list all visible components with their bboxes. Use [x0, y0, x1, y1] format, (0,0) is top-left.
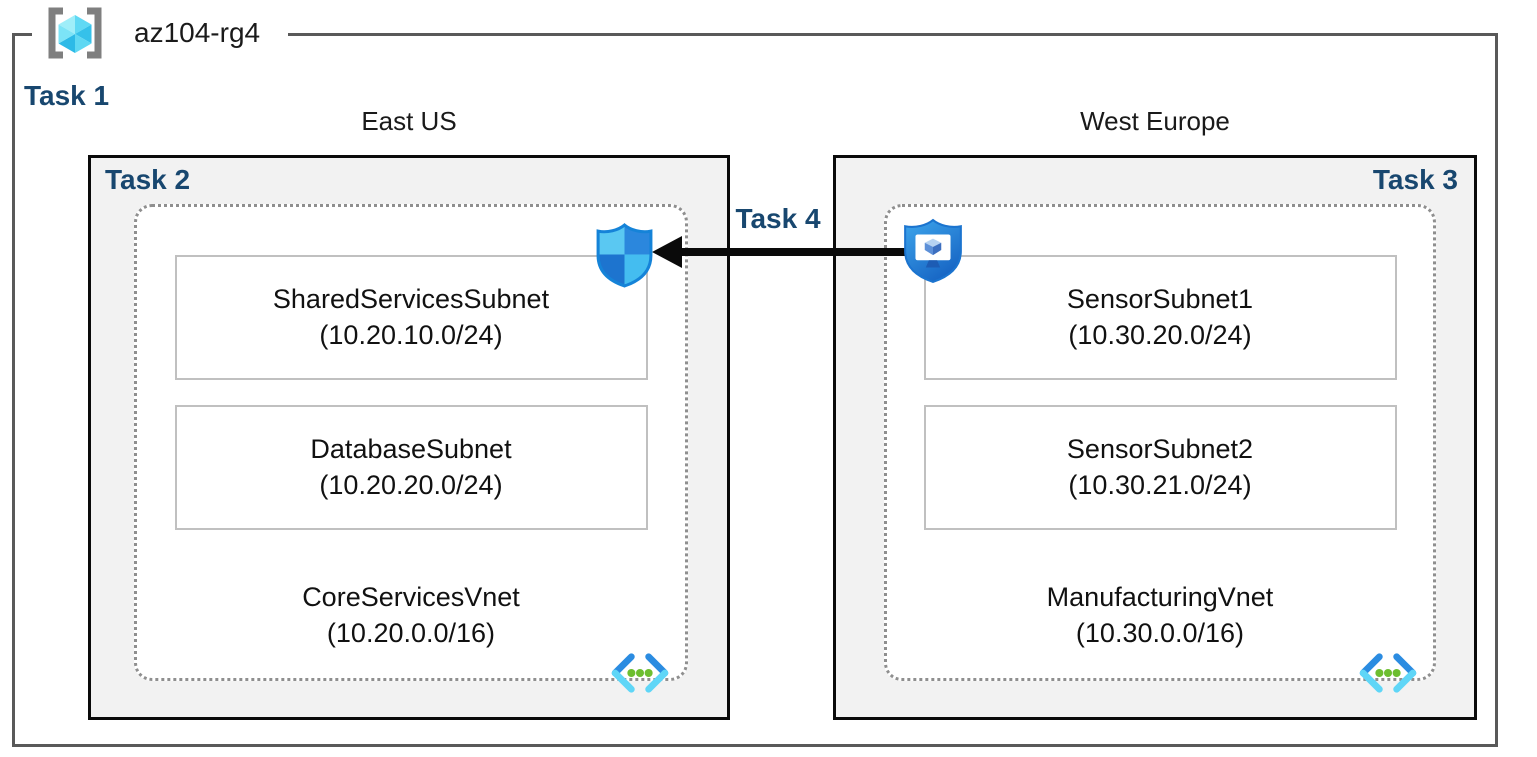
virtual-network-icon: [1359, 653, 1417, 693]
subnet-cidr: (10.30.20.0/24): [1068, 319, 1252, 350]
vnet-cidr: (10.30.0.0/16): [1075, 617, 1245, 648]
subnet-box-sensorsubnet1: SensorSubnet1 (10.30.20.0/24): [923, 255, 1397, 380]
subnet-cidr: (10.20.20.0/24): [319, 469, 503, 500]
task3-label: Task 3: [1372, 164, 1458, 195]
security-shield-icon: [596, 223, 653, 288]
resource-group-name: az104-rg4: [134, 17, 261, 48]
vnet-box-manufacturingvnet: SensorSubnet1 (10.30.20.0/24) SensorSubn…: [884, 204, 1436, 693]
resource-group-header: az104-rg4: [32, 2, 289, 64]
task4-label: Task 4: [735, 203, 821, 234]
task1-label: Task 1: [24, 80, 110, 111]
subnet-box-sensorsubnet2: SensorSubnet2 (10.30.21.0/24): [923, 405, 1397, 530]
subnet-cidr: (10.30.21.0/24): [1068, 469, 1252, 500]
subnet-name: SensorSubnet1: [1066, 283, 1254, 314]
virtual-network-icon: [611, 653, 669, 693]
vnet-name: CoreServicesVnet: [302, 582, 520, 612]
vnet-cidr: (10.20.0.0/16): [326, 617, 496, 648]
subnet-name: SharedServicesSubnet: [272, 283, 550, 314]
vnet-name: ManufacturingVnet: [1046, 582, 1274, 612]
resource-group-icon: [48, 7, 102, 59]
vnet-box-coreservicesvnet: SharedServicesSubnet (10.20.10.0/24) Dat…: [134, 204, 688, 693]
resource-group-frame: [12, 33, 1498, 747]
subnet-box-databasesubnet: DatabaseSubnet (10.20.20.0/24): [174, 405, 648, 530]
bastion-icon: [904, 218, 962, 284]
peering-arrow-line: [678, 248, 906, 256]
subnet-box-sharedservicessubnet: SharedServicesSubnet (10.20.10.0/24): [174, 255, 648, 380]
subnet-name: DatabaseSubnet: [310, 433, 512, 464]
region-label-east-us: East US: [361, 106, 457, 136]
peering-arrow-head: [652, 236, 682, 268]
vnet-caption: ManufacturingVnet (10.30.0.0/16): [1047, 580, 1274, 652]
subnet-cidr: (10.20.10.0/24): [319, 319, 503, 350]
vnet-caption: CoreServicesVnet (10.20.0.0/16): [302, 580, 520, 652]
region-box-west-europe: Task 3 SensorSubnet1 (10.30.20.0/24) Sen…: [833, 155, 1477, 720]
region-label-west-europe: West Europe: [1080, 106, 1230, 136]
task2-label: Task 2: [105, 164, 191, 195]
subnet-name: SensorSubnet2: [1066, 433, 1254, 464]
